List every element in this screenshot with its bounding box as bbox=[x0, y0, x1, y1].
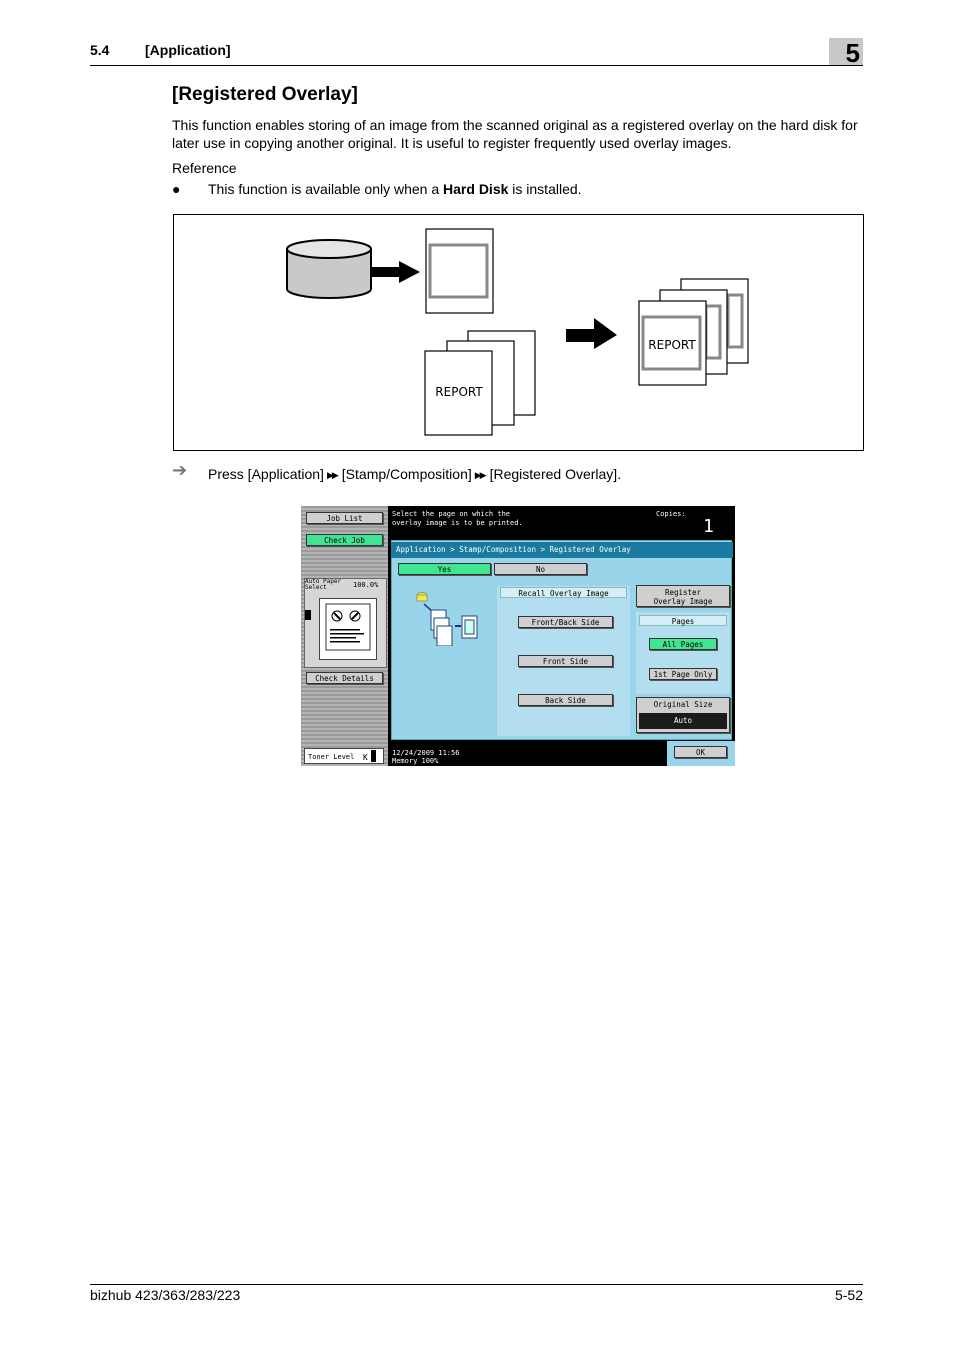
copies-value: 1 bbox=[703, 516, 714, 537]
recall-overlay-title: Recall Overlay Image bbox=[500, 587, 627, 598]
bullet-icon: ● bbox=[172, 181, 181, 197]
bullet-suffix: is installed. bbox=[508, 181, 582, 197]
check-job-button[interactable]: Check Job bbox=[306, 534, 383, 546]
reference-label: Reference bbox=[172, 160, 237, 176]
header-rule bbox=[90, 65, 863, 66]
page-title: [Registered Overlay] bbox=[172, 84, 358, 105]
overlay-illustration bbox=[413, 590, 483, 648]
overlay-figure: REPORT REPORT bbox=[173, 214, 864, 451]
original-size-value: Auto bbox=[639, 713, 727, 729]
footer-page: 5-52 bbox=[834, 1287, 863, 1303]
no-tab[interactable]: No bbox=[494, 563, 587, 575]
original-size-label: Original Size bbox=[653, 700, 713, 709]
chapter-number: 5 bbox=[845, 38, 860, 68]
toner-bar-icon bbox=[371, 750, 376, 762]
overlay-illustration-icon bbox=[416, 592, 478, 647]
reference-bullet: This function is available only when a H… bbox=[208, 181, 582, 197]
hard-disk-icon bbox=[286, 239, 372, 299]
bullet-bold: Hard Disk bbox=[443, 181, 509, 197]
section-title: [Application] bbox=[145, 42, 231, 58]
toner-level-label: Toner Level bbox=[308, 753, 355, 761]
auto-paper-text: Auto Paper bbox=[305, 578, 342, 585]
toner-level-box bbox=[304, 748, 384, 764]
chapter-badge: 5 bbox=[829, 38, 863, 68]
combined-stack-icon: REPORT bbox=[638, 278, 749, 386]
step-press: Press [Application] bbox=[208, 466, 324, 482]
footer-model: bizhub 423/363/283/223 bbox=[90, 1287, 241, 1303]
intro-paragraph: This function enables storing of an imag… bbox=[172, 117, 858, 151]
front-side-button[interactable]: Front Side bbox=[518, 655, 613, 667]
register-line-1: Register bbox=[664, 588, 702, 597]
preview-page bbox=[319, 598, 377, 660]
front-back-side-button[interactable]: Front/Back Side bbox=[518, 616, 613, 628]
overlay-diagram: REPORT REPORT bbox=[286, 228, 749, 436]
report-label-1: REPORT bbox=[435, 385, 483, 399]
tray-icon bbox=[305, 610, 311, 620]
toner-color: K bbox=[363, 753, 368, 762]
yes-tab[interactable]: Yes bbox=[398, 563, 491, 575]
section-number: 5.4 bbox=[90, 42, 110, 58]
select-text: Select bbox=[305, 584, 327, 591]
step-instruction: Press [Application]▶▶[Stamp/Composition]… bbox=[208, 466, 621, 482]
pages-title: Pages bbox=[639, 615, 727, 626]
copies-label: Copies: bbox=[656, 510, 686, 518]
bullet-prefix: This function is available only when a bbox=[208, 181, 444, 197]
zoom-value: 100.0% bbox=[353, 581, 379, 589]
check-details-button[interactable]: Check Details bbox=[306, 672, 383, 684]
back-side-button[interactable]: Back Side bbox=[518, 694, 613, 706]
arrow-right-icon bbox=[566, 318, 617, 349]
preview-content-icon bbox=[325, 603, 371, 651]
footer-rule bbox=[90, 1284, 863, 1285]
report-label-2: REPORT bbox=[648, 338, 696, 352]
status-datetime: 12/24/2009 11:56 bbox=[392, 749, 460, 757]
double-arrow-icon: ▶▶ bbox=[474, 470, 487, 480]
first-page-only-button[interactable]: 1st Page Only bbox=[649, 668, 717, 680]
double-arrow-icon: ▶▶ bbox=[326, 470, 339, 480]
screen-message: Select the page on which the overlay ima… bbox=[392, 510, 523, 527]
breadcrumb: Application > Stamp/Composition > Regist… bbox=[391, 542, 733, 558]
step-arrow-icon: ➔ bbox=[172, 460, 188, 480]
report-stack-icon: REPORT bbox=[424, 330, 536, 436]
step-item-3: [Registered Overlay]. bbox=[489, 466, 622, 482]
status-memory: Memory 100% bbox=[392, 757, 439, 765]
ok-button[interactable]: OK bbox=[674, 746, 727, 758]
all-pages-button[interactable]: All Pages bbox=[649, 638, 717, 650]
step-item-2: [Stamp/Composition] bbox=[341, 466, 472, 482]
overlay-page-icon bbox=[425, 228, 494, 314]
job-list-button[interactable]: Job List bbox=[306, 512, 383, 524]
arrow-right-icon bbox=[371, 261, 420, 283]
register-line-2: Overlay Image bbox=[653, 597, 713, 606]
